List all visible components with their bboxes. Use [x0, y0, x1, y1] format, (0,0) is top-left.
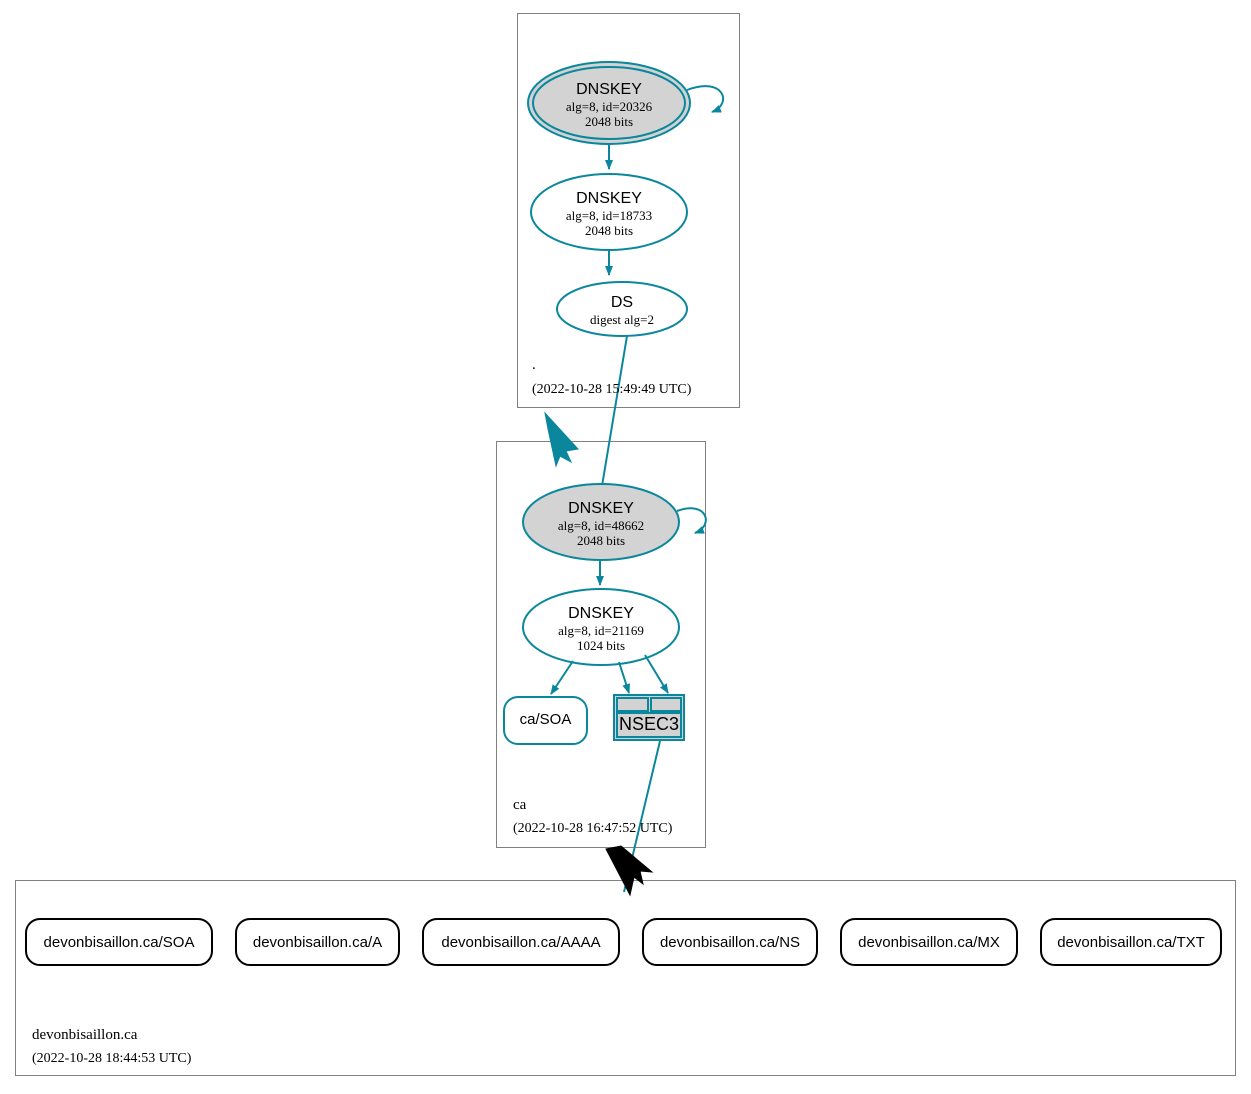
zone-timestamp-root: (2022-10-28 15:49:49 UTC)	[532, 382, 692, 397]
node-root-ds	[556, 281, 688, 337]
zone-box-root	[517, 13, 740, 408]
node-ca-nsec3-label: NSEC3	[618, 714, 680, 734]
node-rr-soa	[25, 918, 213, 966]
node-rr-a	[235, 918, 400, 966]
edge-root-ksk-self	[686, 85, 724, 113]
zone-label-root: .	[532, 357, 536, 373]
delegation-ca-to-devonbisaillon	[605, 845, 654, 897]
node-rr-soa-label: devonbisaillon.ca/SOA	[43, 934, 195, 951]
node-root-zsk	[530, 173, 688, 251]
node-rr-ns	[642, 918, 818, 966]
node-rr-mx	[840, 918, 1018, 966]
delegation-root-to-ca	[544, 411, 579, 468]
node-rr-txt	[1040, 918, 1222, 966]
node-rr-ns-label: devonbisaillon.ca/NS	[659, 934, 801, 951]
node-root-ksk	[527, 61, 724, 145]
node-rr-a-label: devonbisaillon.ca/A	[252, 934, 383, 951]
zone-timestamp-ca: (2022-10-28 16:47:52 UTC)	[513, 821, 673, 836]
edge-ca-zsk-to-soa	[550, 660, 574, 695]
edge-root-ds-to-ca-ksk	[597, 335, 628, 499]
zone-box-ca	[496, 441, 706, 848]
edge-ca-zsk-to-nsec3-a	[618, 661, 631, 694]
zone-label-ca: ca	[513, 797, 527, 813]
node-rr-aaaa	[422, 918, 620, 966]
edge-ca-ksk-self	[676, 507, 707, 534]
node-rr-txt-label: devonbisaillon.ca/TXT	[1057, 934, 1205, 951]
edge-ca-zsk-to-nsec3-b	[644, 654, 669, 694]
node-ca-soa	[503, 696, 588, 745]
zone-timestamp-devonbisaillon: (2022-10-28 18:44:53 UTC)	[32, 1051, 192, 1066]
node-ca-soa-label: ca/SOA	[519, 711, 572, 728]
node-rr-aaaa-label: devonbisaillon.ca/AAAA	[441, 934, 601, 951]
node-ca-ksk	[522, 483, 707, 561]
zone-label-devonbisaillon: devonbisaillon.ca	[32, 1027, 138, 1043]
node-ca-zsk	[522, 588, 680, 666]
node-ca-nsec3	[613, 694, 685, 741]
node-rr-mx-label: devonbisaillon.ca/MX	[858, 934, 1000, 951]
